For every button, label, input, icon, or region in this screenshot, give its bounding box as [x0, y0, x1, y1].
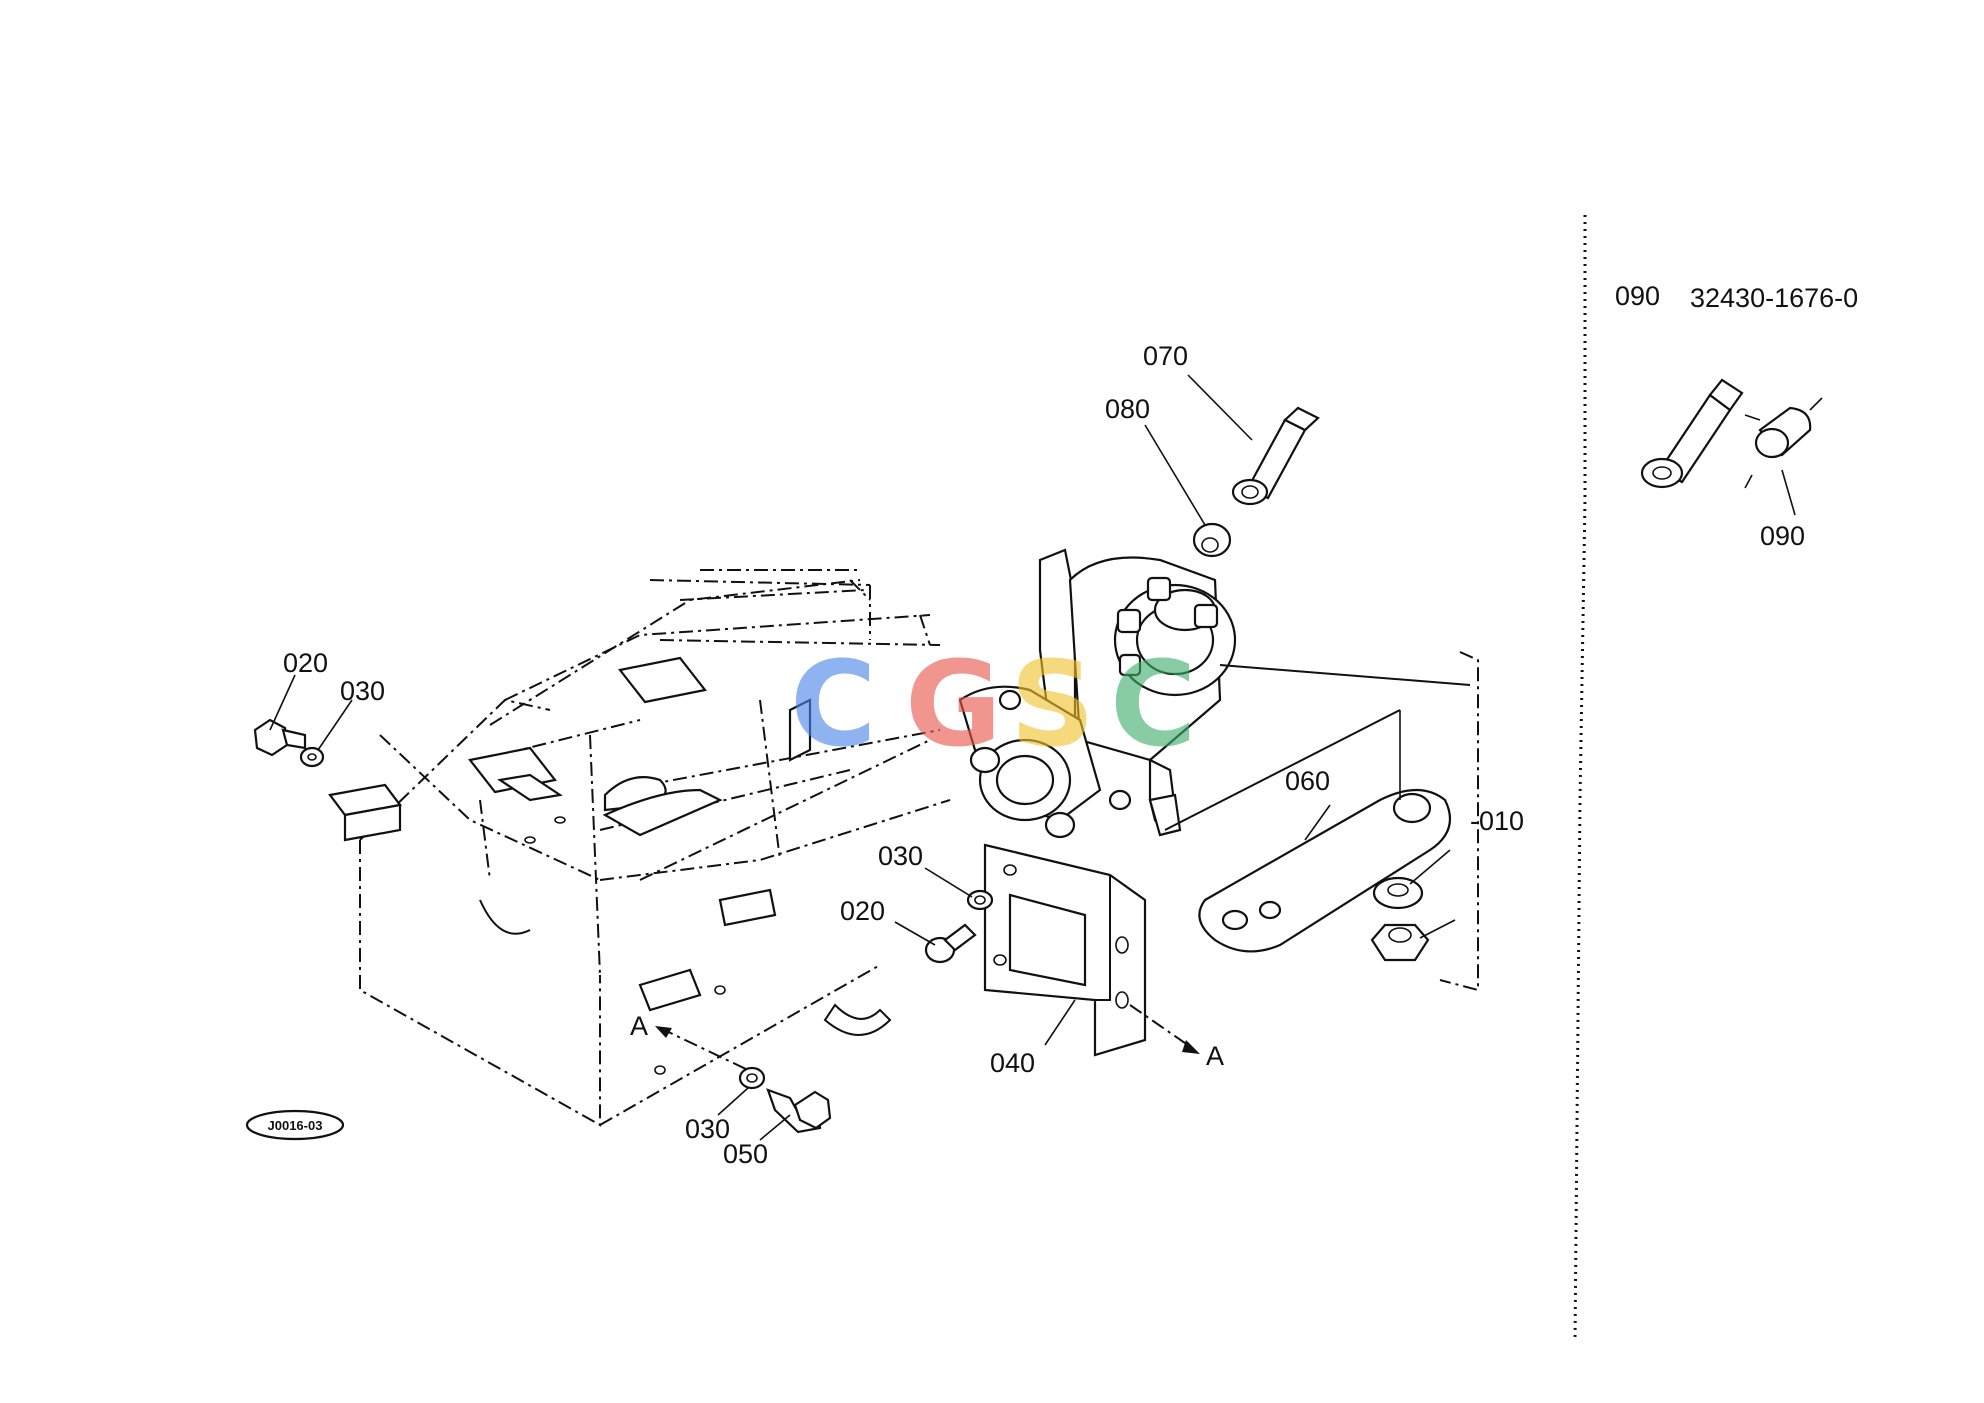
section-divider	[1573, 215, 1587, 1341]
inset-panel: 090 32430-1676-0 090	[1615, 281, 1858, 551]
washer-030-mid	[966, 889, 994, 911]
direction-a-arrows	[655, 1004, 1200, 1071]
assembly-010-bracket	[1164, 651, 1479, 992]
drawing-code-badge: J0016-03	[245, 1109, 345, 1141]
callout-010: -010	[1470, 806, 1524, 836]
leader-lines	[269, 374, 1456, 1141]
arrow-a-right-label: A	[1206, 1041, 1224, 1071]
callout-020-mid: 020	[840, 896, 885, 926]
shaft-070	[1231, 406, 1320, 506]
watermark-letter: C	[1110, 635, 1197, 773]
callout-080: 080	[1105, 394, 1150, 424]
arrow-a-left-label: A	[630, 1011, 648, 1041]
callout-020-left: 020	[283, 648, 328, 678]
callout-070: 070	[1143, 341, 1188, 371]
bracket-040	[983, 843, 1147, 1057]
washer-and-nut	[1370, 876, 1430, 962]
inset-callout-090: 090	[1760, 521, 1805, 551]
inset-collar-090	[1754, 406, 1812, 459]
collar-080	[1192, 522, 1232, 558]
callout-030-left: 030	[340, 676, 385, 706]
washer-030-bottom	[738, 1066, 766, 1090]
pitman-arm-060	[1198, 789, 1452, 953]
callout-060: 060	[1285, 766, 1330, 796]
steering-gearbox	[958, 548, 1237, 839]
watermark-letter: C	[790, 635, 877, 773]
drawing-code: J0016-03	[268, 1118, 323, 1133]
callout-030-mid: 030	[878, 841, 923, 871]
inset-ref-item: 090	[1615, 281, 1660, 311]
inset-part-number: 32430-1676-0	[1690, 283, 1858, 313]
chassis-frame-outline	[359, 569, 951, 1127]
watermark-letter: G	[905, 635, 1002, 773]
callout-030-bottom: 030	[685, 1114, 730, 1144]
frame-tabs	[328, 656, 892, 1075]
cgsc-watermark: C G S C	[790, 635, 1197, 773]
callout-040: 040	[990, 1048, 1035, 1078]
washer-030-left	[299, 746, 325, 768]
bolt-050	[766, 1088, 832, 1134]
callout-050: 050	[723, 1139, 768, 1169]
inset-shaft	[1640, 378, 1744, 489]
bolt-020-left	[253, 718, 307, 757]
watermark-letter: S	[1010, 635, 1095, 773]
